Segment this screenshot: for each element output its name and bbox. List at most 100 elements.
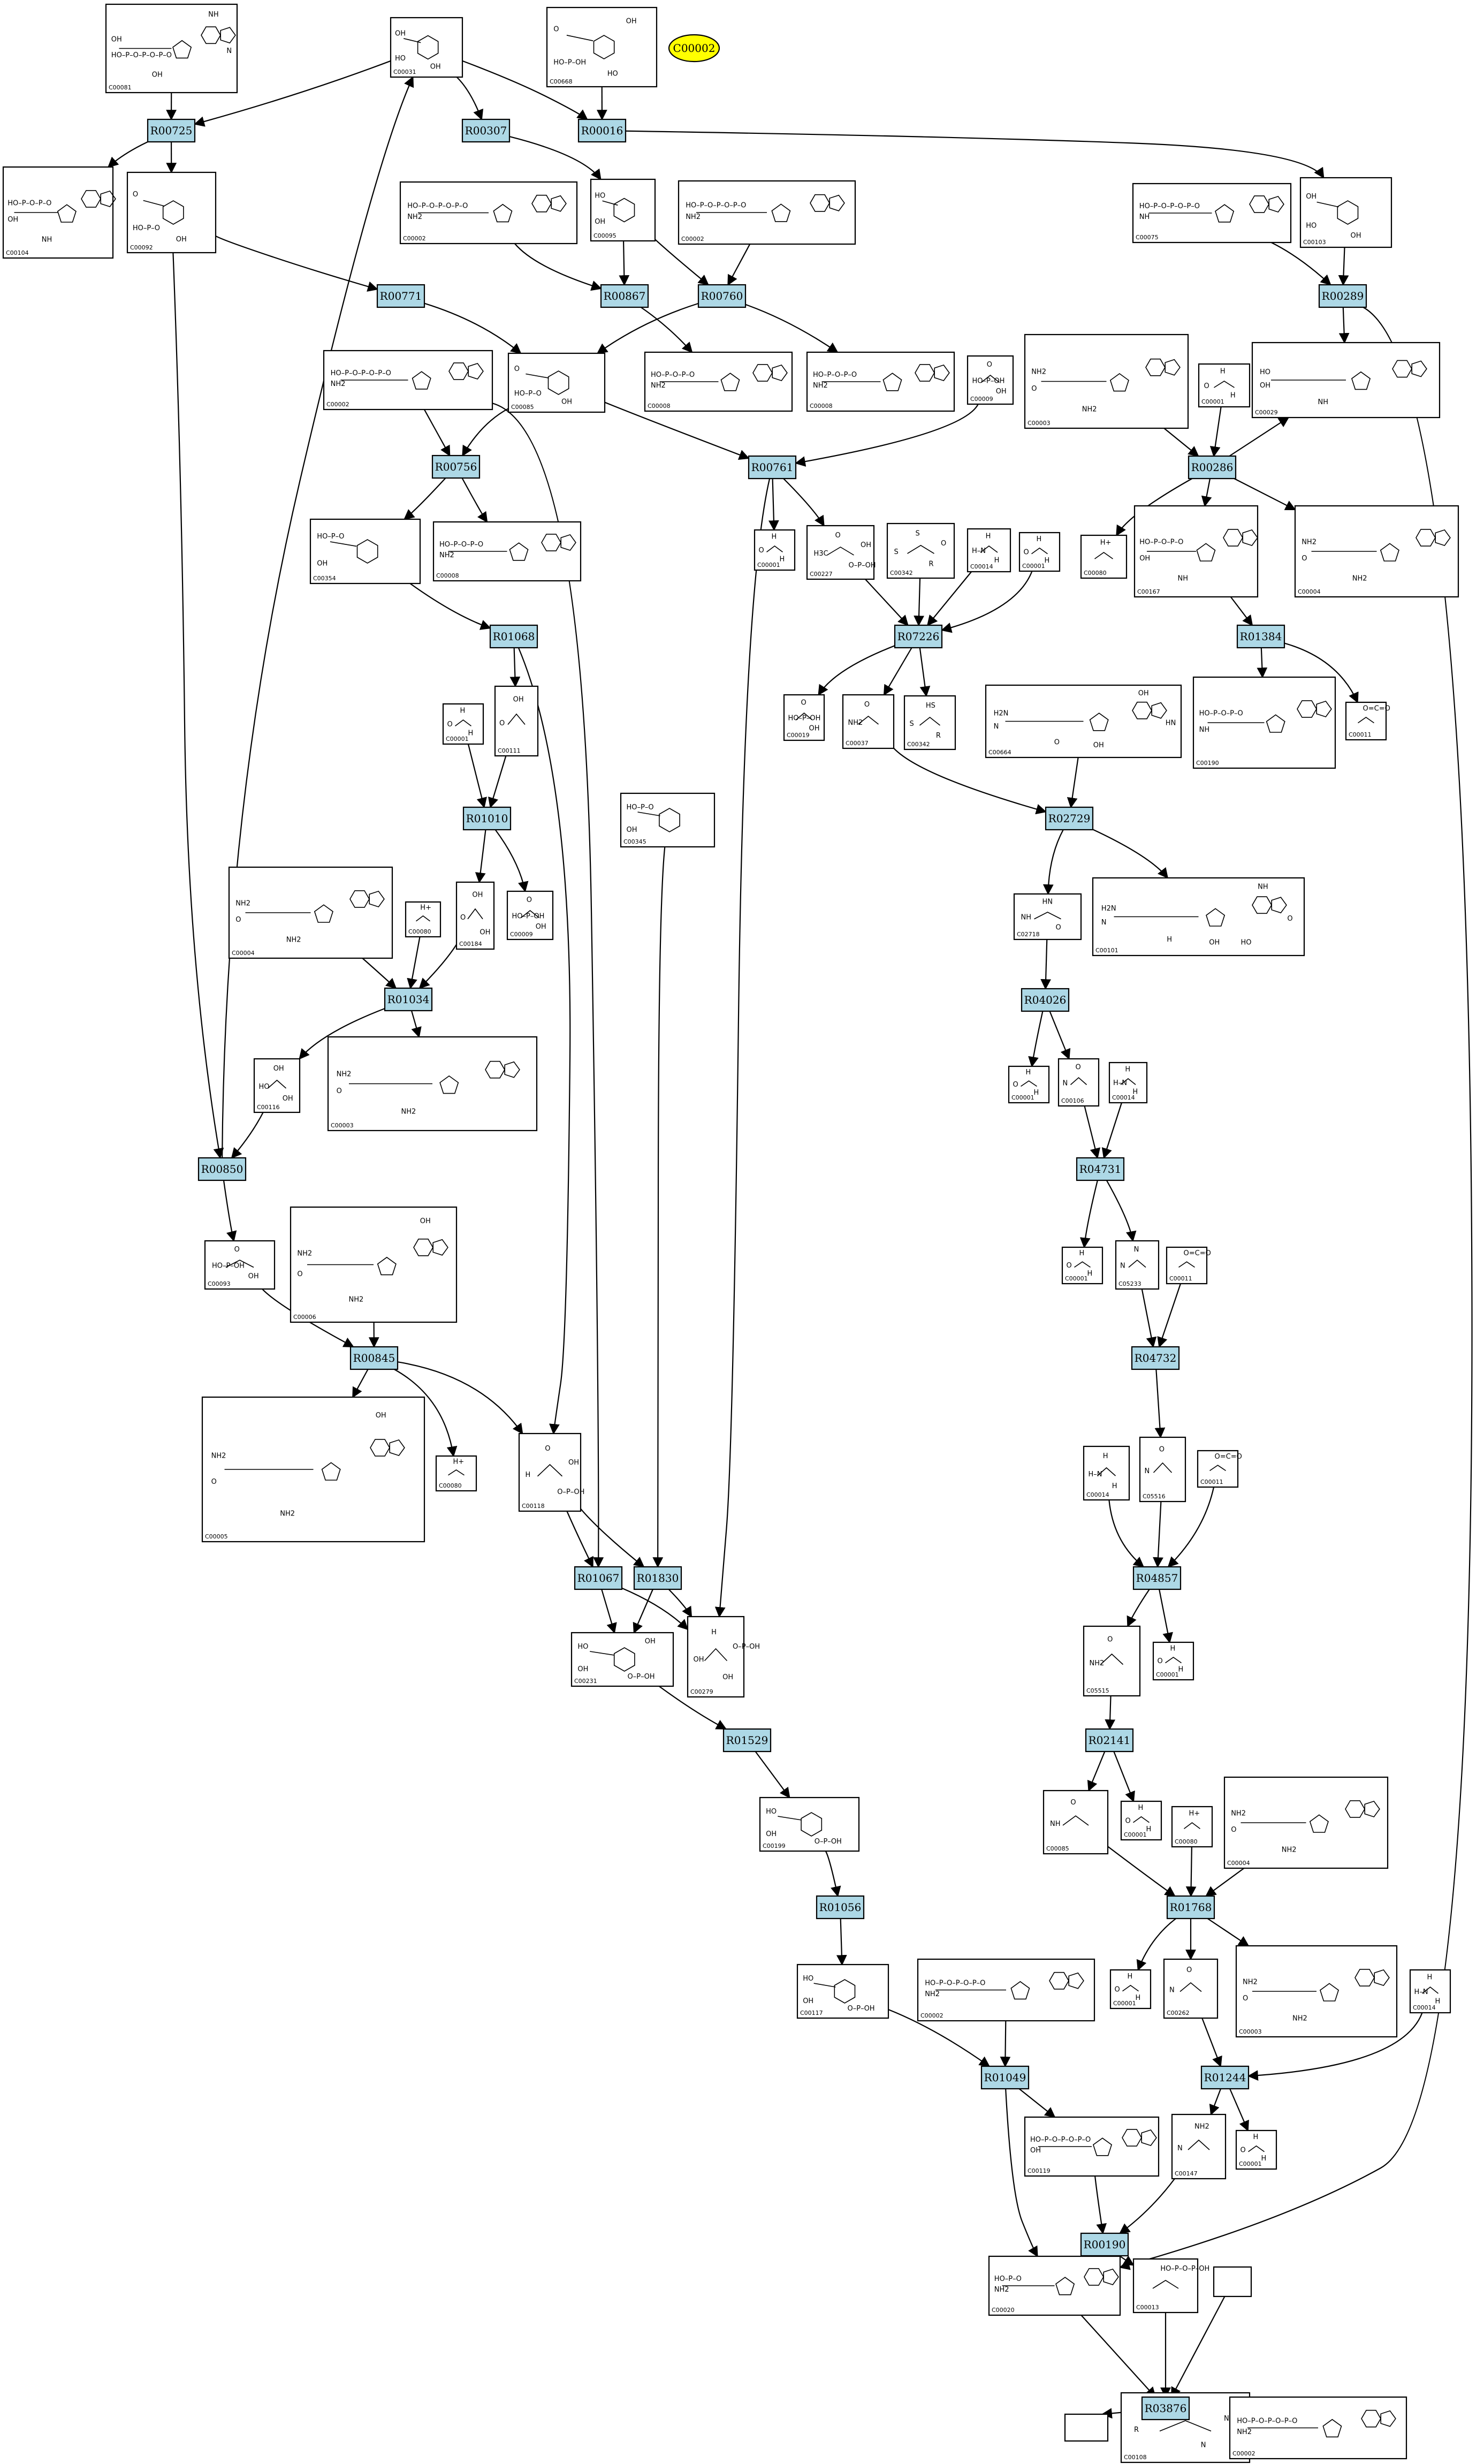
reaction-node[interactable]: R00845 bbox=[349, 1346, 399, 1370]
reaction-node[interactable]: R04732 bbox=[1131, 1346, 1180, 1370]
reaction-node[interactable]: R00725 bbox=[147, 118, 196, 143]
reaction-node[interactable]: R04857 bbox=[1132, 1566, 1182, 1590]
reaction-node[interactable]: R00286 bbox=[1188, 455, 1237, 480]
compound-node[interactable]: H+C00080 bbox=[435, 1455, 477, 1492]
reaction-node[interactable]: R00190 bbox=[1080, 2232, 1129, 2257]
reaction-node[interactable]: R07226 bbox=[894, 624, 943, 649]
reaction-node[interactable]: R00307 bbox=[461, 118, 511, 143]
compound-node[interactable]: H+C00080 bbox=[1171, 1806, 1213, 1848]
reaction-node[interactable]: R00761 bbox=[748, 455, 797, 480]
compound-node[interactable]: H+C00080 bbox=[405, 901, 442, 938]
reaction-node[interactable]: R02729 bbox=[1045, 806, 1094, 831]
reaction-node[interactable]: R00771 bbox=[376, 284, 425, 308]
reaction-node[interactable]: R01010 bbox=[462, 806, 512, 831]
reaction-node[interactable]: R04731 bbox=[1076, 1157, 1125, 1181]
reaction-node[interactable]: R00756 bbox=[431, 454, 481, 479]
reaction-node[interactable]: R01056 bbox=[816, 1895, 865, 1920]
reaction-node[interactable]: R00760 bbox=[697, 284, 747, 308]
reaction-node[interactable]: R00850 bbox=[197, 1157, 247, 1181]
reaction-node[interactable]: R01830 bbox=[633, 1566, 682, 1590]
legend-node[interactable]: C00002 bbox=[668, 34, 720, 63]
reaction-node[interactable]: R00289 bbox=[1318, 284, 1367, 308]
reaction-node[interactable]: R01049 bbox=[980, 2065, 1030, 2090]
reaction-node[interactable]: R01244 bbox=[1200, 2065, 1250, 2090]
reaction-node[interactable]: R01068 bbox=[489, 624, 538, 649]
compound-node[interactable]: H+C00080 bbox=[1080, 534, 1128, 579]
reaction-node[interactable]: R01034 bbox=[384, 987, 433, 1012]
reaction-node[interactable]: R03876 bbox=[1141, 2396, 1190, 2421]
reaction-node[interactable]: R01768 bbox=[1166, 1895, 1215, 1920]
reaction-node[interactable]: R01067 bbox=[574, 1566, 623, 1590]
reaction-node[interactable]: R01384 bbox=[1236, 624, 1285, 649]
reaction-node[interactable]: R04026 bbox=[1021, 988, 1070, 1012]
